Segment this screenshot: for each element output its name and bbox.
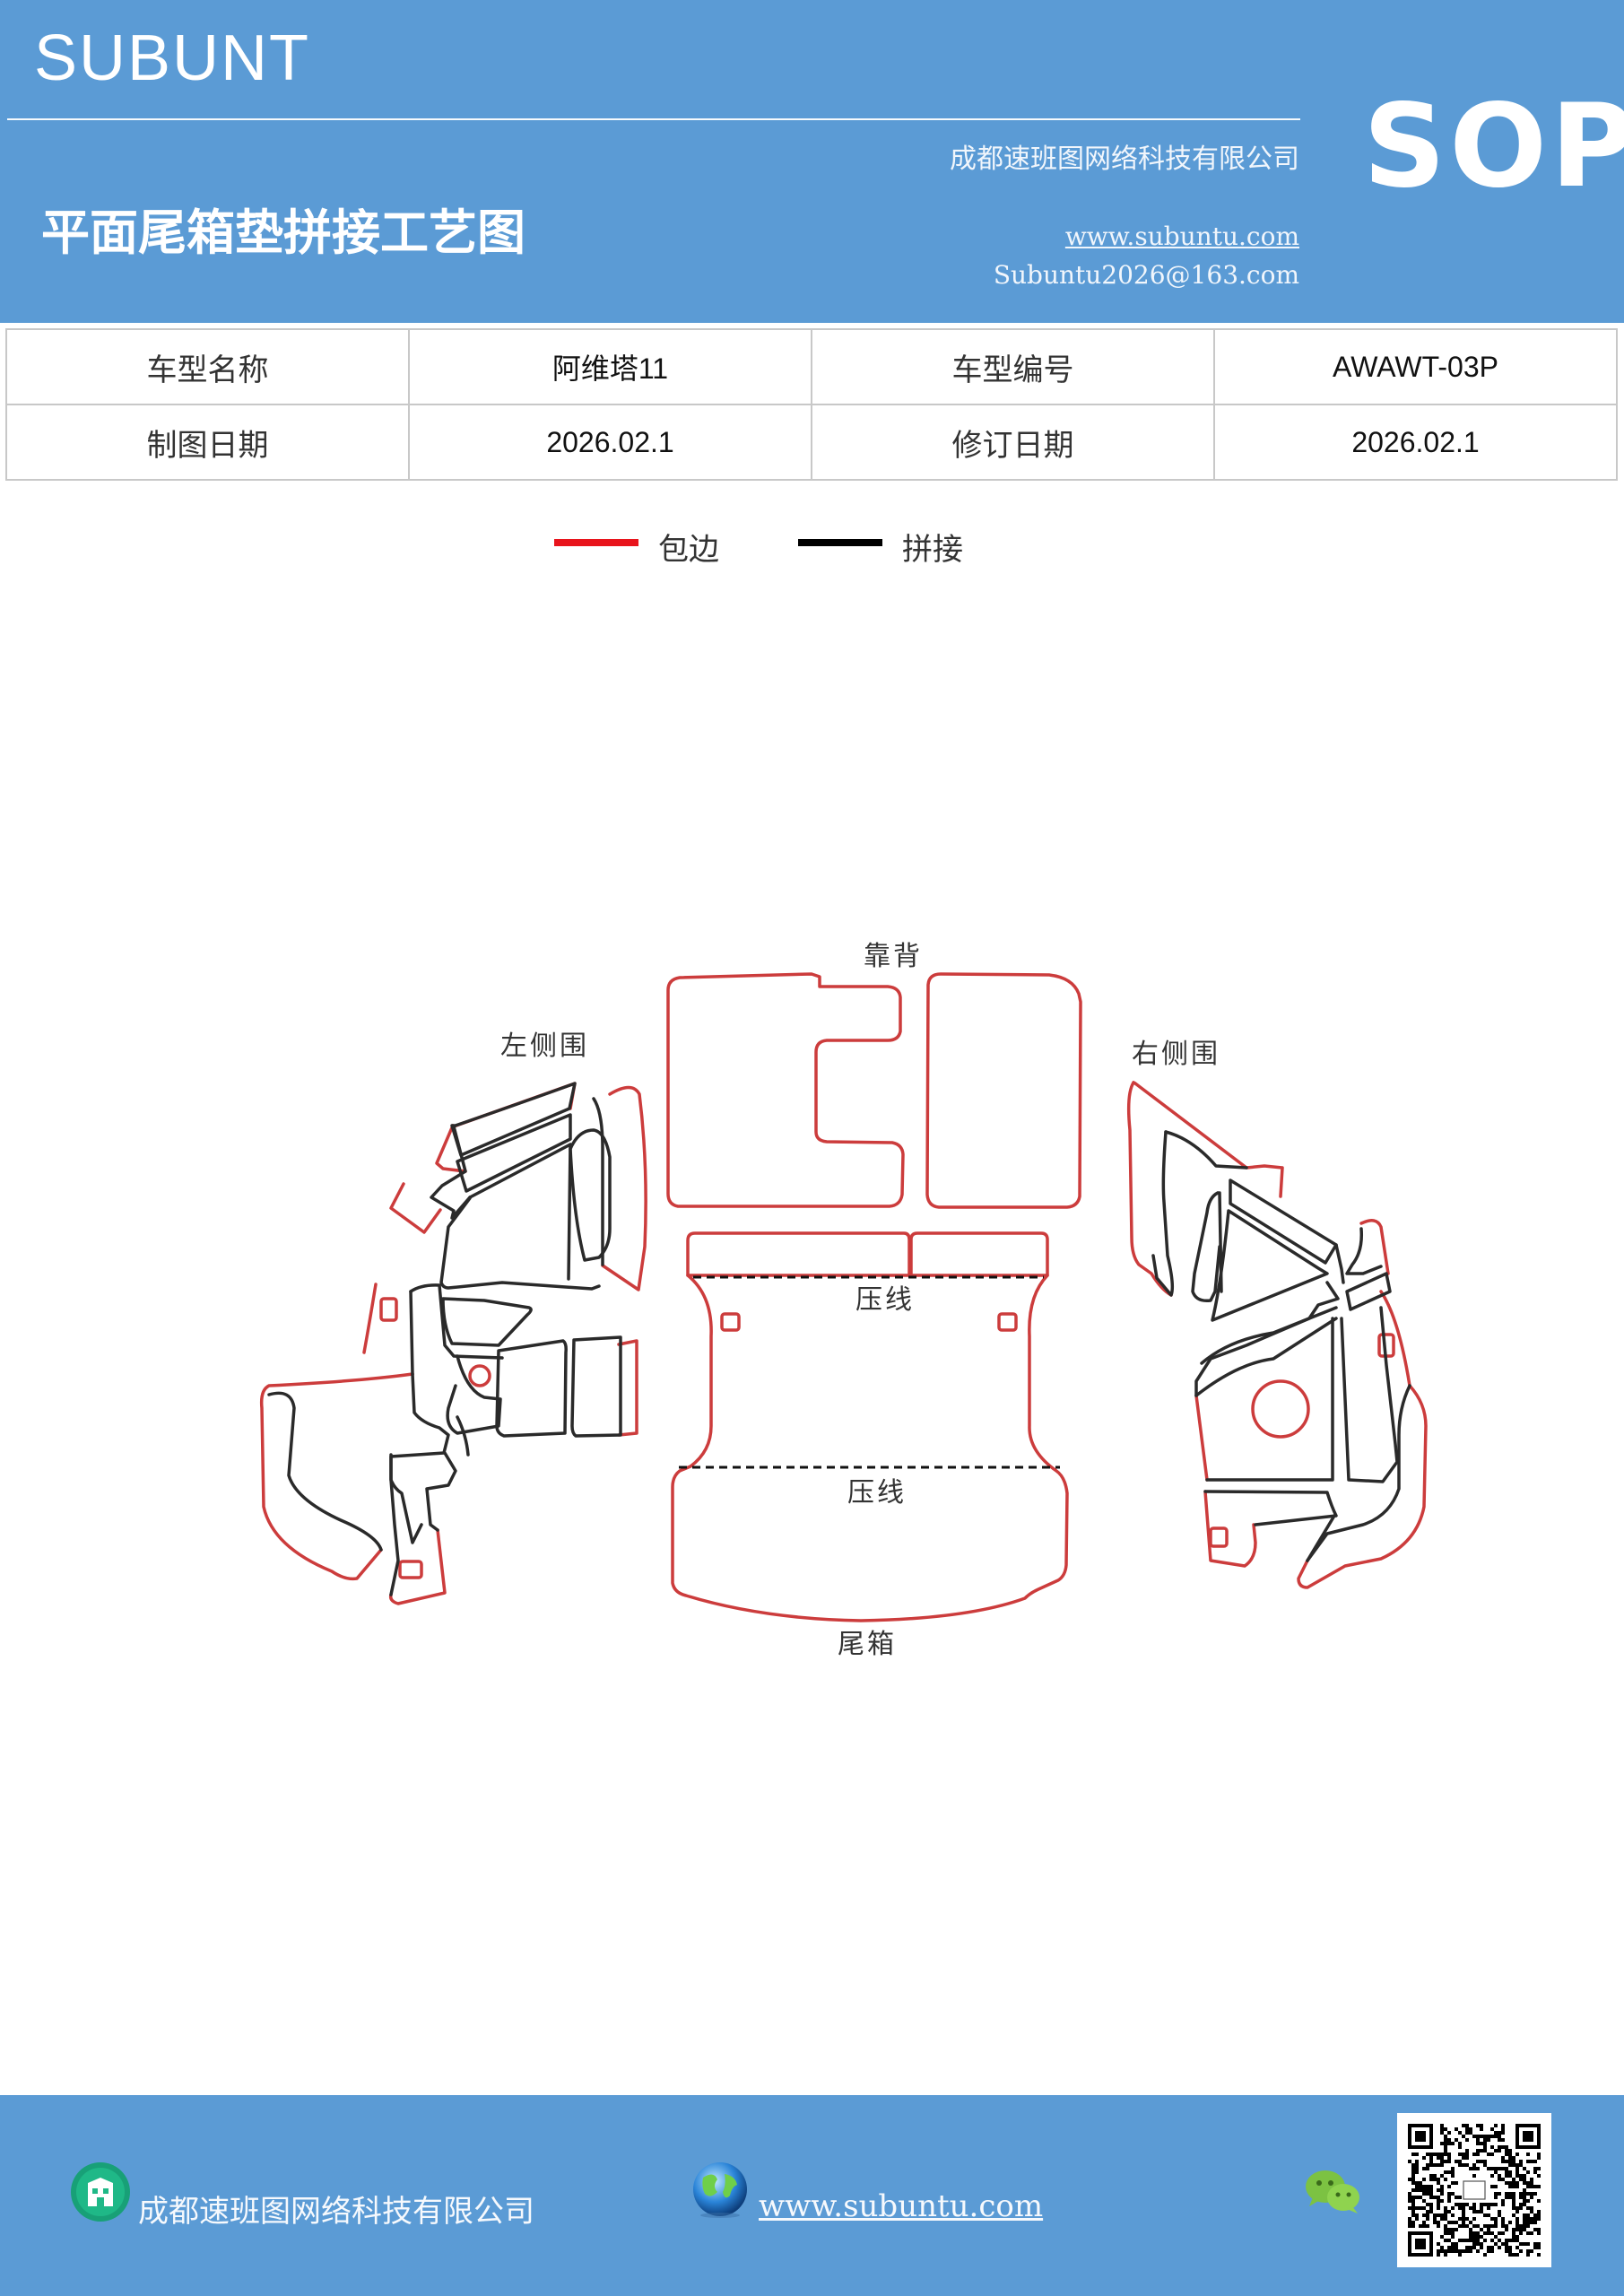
left-seam-main bbox=[439, 1196, 601, 1291]
value-model-code: AWAWT-03P bbox=[1213, 328, 1618, 405]
left-seam-tab bbox=[425, 1451, 457, 1532]
brand-name: SUBUNT bbox=[34, 22, 311, 94]
right-seam-curve-2 bbox=[1194, 1317, 1338, 1397]
legend-edge-label: 包边 bbox=[658, 532, 719, 568]
label-left-side: 左侧围 bbox=[500, 1031, 589, 1062]
left-edge-clip bbox=[389, 1182, 442, 1234]
left-seam-lower bbox=[389, 1372, 450, 1544]
left-seam-vertical bbox=[409, 1290, 414, 1376]
right-seam-triangle bbox=[1211, 1209, 1329, 1322]
vehicle-info-table: 车型名称 阿维塔11 车型编号 AWAWT-03P 制图日期 2026.02.1… bbox=[5, 328, 1618, 481]
right-seam-center bbox=[1205, 1317, 1334, 1482]
right-edge-tab bbox=[1359, 1219, 1390, 1275]
label-model-name: 车型名称 bbox=[5, 328, 410, 405]
sop-badge: SOP bbox=[1363, 80, 1624, 213]
left-seam-panel-b bbox=[495, 1339, 568, 1438]
right-edge-left bbox=[1194, 1394, 1209, 1482]
left-seam-pillar bbox=[592, 1097, 604, 1266]
right-seam-strip-1 bbox=[1229, 1178, 1338, 1265]
value-model-name: 阿维塔11 bbox=[408, 328, 812, 405]
header-divider bbox=[7, 118, 1300, 120]
trunk-main-body bbox=[671, 1274, 1069, 1622]
right-seam-bottom bbox=[1203, 1490, 1338, 1526]
right-seam-pillar bbox=[1191, 1191, 1221, 1303]
table-row: 车型名称 阿维塔11 车型编号 AWAWT-03P bbox=[5, 328, 1618, 405]
right-seam-top bbox=[1164, 1130, 1248, 1170]
trunk-hole-left bbox=[720, 1312, 741, 1332]
left-edge-pillar bbox=[601, 1085, 647, 1292]
email-address: Subuntu2026@163.com bbox=[993, 260, 1299, 290]
value-drawing-date: 2026.02.1 bbox=[408, 404, 812, 481]
legend-seam-label: 拼接 bbox=[902, 532, 963, 568]
header-banner: SUBUNT 成都速班图网络科技有限公司 平面尾箱垫拼接工艺图 www.subu… bbox=[0, 0, 1624, 323]
right-seam-right-panel bbox=[1340, 1306, 1399, 1483]
label-crease-2: 压线 bbox=[847, 1477, 907, 1509]
label-drawing-date: 制图日期 bbox=[5, 404, 410, 481]
left-edge-lower bbox=[259, 1372, 414, 1581]
left-seam-tab-2 bbox=[456, 1415, 470, 1457]
qr-code-pattern bbox=[1408, 2124, 1541, 2257]
right-hole-round bbox=[1251, 1379, 1310, 1439]
left-side-wall bbox=[259, 1082, 647, 1605]
label-model-code: 车型编号 bbox=[811, 328, 1215, 405]
legend-edge-swatch bbox=[554, 539, 638, 546]
left-seam-panel-a bbox=[441, 1297, 533, 1347]
left-hole-2 bbox=[398, 1560, 423, 1579]
document-title: 平面尾箱垫拼接工艺图 bbox=[41, 204, 525, 261]
left-hole-round bbox=[468, 1364, 491, 1387]
trunk-mat-diagram: 靠背 左侧围 右侧围 压线 压线 尾箱 bbox=[0, 897, 1624, 1704]
right-seam-tab bbox=[1345, 1227, 1383, 1275]
right-seam-vert bbox=[1334, 1243, 1345, 1284]
left-seam-triangle bbox=[569, 1128, 612, 1262]
left-seam-link bbox=[409, 1283, 504, 1360]
wechat-icon bbox=[1306, 2170, 1359, 2213]
qr-code bbox=[1397, 2113, 1551, 2267]
table-row: 制图日期 2026.02.1 修订日期 2026.02.1 bbox=[5, 404, 1618, 481]
trunk-top-strip-right bbox=[909, 1231, 1049, 1277]
label-right-side: 右侧围 bbox=[1132, 1039, 1220, 1070]
right-hole-2 bbox=[1209, 1526, 1229, 1548]
label-crease-1: 压线 bbox=[855, 1284, 915, 1316]
left-edge-mid bbox=[362, 1283, 378, 1354]
left-seam-panel-c bbox=[570, 1335, 622, 1438]
right-edge-bottom bbox=[1203, 1490, 1257, 1568]
label-backrest: 靠背 bbox=[864, 941, 923, 972]
left-edge-top-bracket bbox=[435, 1124, 467, 1173]
label-trunk: 尾箱 bbox=[838, 1629, 897, 1660]
right-seam-strip-2 bbox=[1345, 1272, 1392, 1311]
left-seam-bottom bbox=[389, 1453, 400, 1596]
right-edge-lower bbox=[1297, 1290, 1428, 1589]
right-seam-lower bbox=[1306, 1384, 1411, 1562]
footer-company: 成都速班图网络科技有限公司 bbox=[138, 2194, 534, 2230]
globe-icon bbox=[693, 2162, 747, 2218]
left-seam-strip-top bbox=[450, 1082, 577, 1157]
trunk-hole-right bbox=[997, 1312, 1018, 1332]
value-revision-date: 2026.02.1 bbox=[1213, 404, 1618, 481]
footer-banner: 成都速班图网络科技有限公司 www.subuntu.com bbox=[0, 2095, 1624, 2296]
right-seam-left-strip bbox=[1151, 1130, 1175, 1297]
left-seam-panel-d bbox=[446, 1354, 502, 1435]
right-edge-top bbox=[1126, 1081, 1173, 1297]
trunk-top-strip-left bbox=[686, 1231, 911, 1277]
left-seam-strip-3 bbox=[468, 1143, 572, 1281]
right-side-wall bbox=[1126, 1081, 1428, 1589]
building-icon bbox=[71, 2162, 130, 2222]
company-name: 成都速班图网络科技有限公司 bbox=[950, 144, 1299, 175]
label-revision-date: 修订日期 bbox=[811, 404, 1215, 481]
left-seam-strip-2 bbox=[456, 1113, 572, 1193]
left-hole-1 bbox=[379, 1297, 398, 1322]
legend-seam-swatch bbox=[798, 539, 882, 546]
diagram-svg: 靠背 左侧围 右侧围 压线 压线 尾箱 bbox=[259, 941, 1428, 1660]
right-edge-slope bbox=[1132, 1081, 1284, 1198]
backrest-right-panel bbox=[925, 972, 1082, 1209]
footer-website-link[interactable]: www.subuntu.com bbox=[759, 2188, 1044, 2224]
left-seam-bracket bbox=[430, 1125, 472, 1220]
right-seam-curve bbox=[1200, 1306, 1338, 1365]
left-seam-curve bbox=[267, 1391, 383, 1552]
backrest-left-panel bbox=[666, 972, 905, 1208]
website-link[interactable]: www.subuntu.com bbox=[1064, 222, 1299, 251]
left-edge-panel bbox=[617, 1339, 638, 1437]
